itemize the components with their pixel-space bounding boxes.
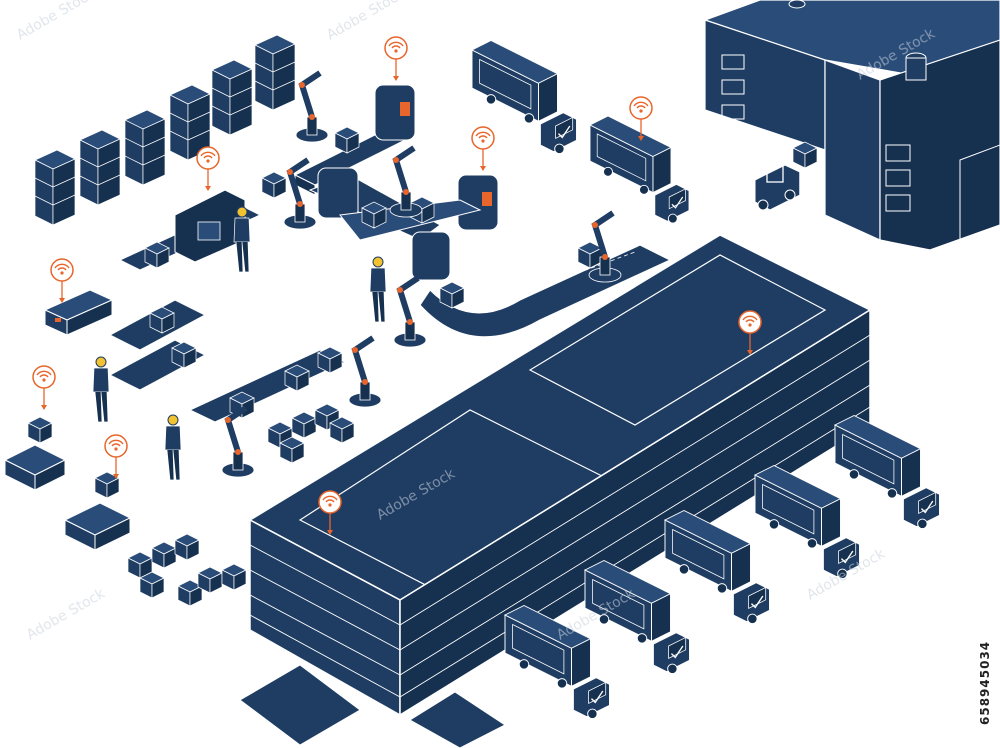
- conveyor-line-middle: [284, 126, 499, 281]
- worker-operator: [369, 256, 387, 323]
- forklift: [754, 141, 818, 211]
- shelf-racks: [34, 34, 296, 226]
- curved-conveyor: [394, 213, 672, 347]
- svg-text:Adobe Stock: Adobe Stock: [14, 0, 99, 43]
- worker-supervisor: [164, 414, 182, 481]
- delivery-trucks-top: [471, 39, 690, 224]
- warehouse-building: [703, 0, 1000, 256]
- packing-station: [108, 299, 381, 477]
- svg-text:Adobe Stock: Adobe Stock: [24, 585, 109, 643]
- worker-manager: [92, 356, 110, 423]
- stock-id-label: 658945034: [978, 640, 992, 725]
- control-station: [118, 146, 287, 271]
- agv-robots: [3, 258, 132, 551]
